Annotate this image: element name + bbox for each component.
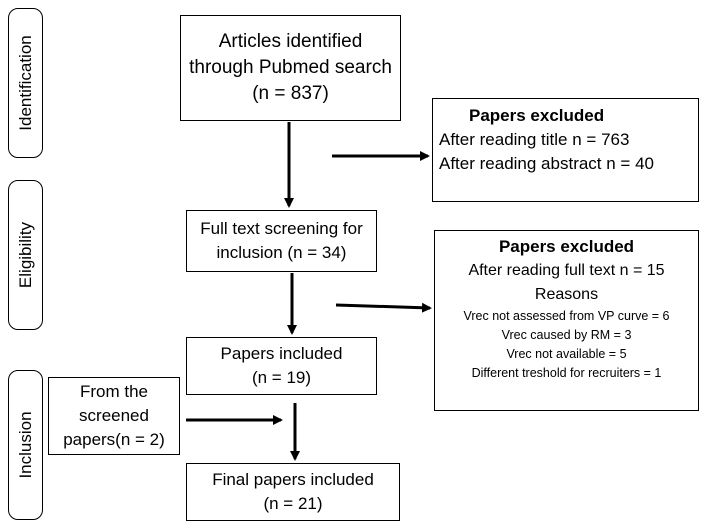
excluded-2-main-2: Reasons	[534, 286, 599, 303]
screened-line-3: papers(n = 2)	[63, 430, 165, 449]
excluded-1-title: Papers excluded	[469, 106, 605, 125]
identified-line-2: through Pubmed search	[189, 57, 392, 78]
excluded-2-reason-1: Vrec not assessed from VP curve = 6	[463, 309, 670, 323]
identified-line-1: Articles identified	[218, 31, 363, 52]
screened-box: From the screened papers(n = 2)	[48, 377, 180, 455]
stage-eligibility: Eligibility	[8, 180, 43, 330]
excluded-2-reason-2: Vrec caused by RM = 3	[501, 328, 632, 342]
excluded-2-main-1: After reading full text n = 15	[468, 262, 665, 279]
identified-box: Articles identified through Pubmed searc…	[180, 15, 401, 121]
included-line-1: Papers included	[220, 344, 343, 363]
stage-identification: Identification	[8, 8, 43, 158]
screened-line-1: From the	[79, 382, 149, 401]
excluded-2-title: Papers excluded	[498, 237, 635, 256]
final-box: Final papers included (n = 21)	[186, 463, 400, 521]
screening-line-2: inclusion (n = 34)	[216, 243, 347, 262]
excluded-box-2: Papers excluded After reading full text …	[434, 230, 699, 411]
screened-line-2: screened	[79, 406, 149, 425]
arrow-to-excluded-2	[335, 302, 432, 313]
excluded-1-line-2: After reading abstract n = 40	[439, 154, 654, 173]
screening-line-1: Full text screening for	[200, 219, 363, 238]
final-line-1: Final papers included	[212, 470, 374, 489]
screening-box: Full text screening for inclusion (n = 3…	[186, 210, 377, 272]
identified-line-3: (n = 837)	[252, 83, 329, 104]
included-line-2: (n = 19)	[251, 368, 312, 387]
excluded-box-1: Papers excluded After reading title n = …	[432, 98, 699, 202]
stage-inclusion: Inclusion	[8, 370, 43, 520]
excluded-2-reason-4: Different treshold for recruiters = 1	[471, 366, 662, 380]
included-box: Papers included (n = 19)	[186, 337, 377, 395]
excluded-1-line-1: After reading title n = 763	[439, 130, 630, 149]
final-line-2: (n = 21)	[263, 494, 323, 513]
excluded-2-reason-3: Vrec not available = 5	[506, 347, 627, 361]
